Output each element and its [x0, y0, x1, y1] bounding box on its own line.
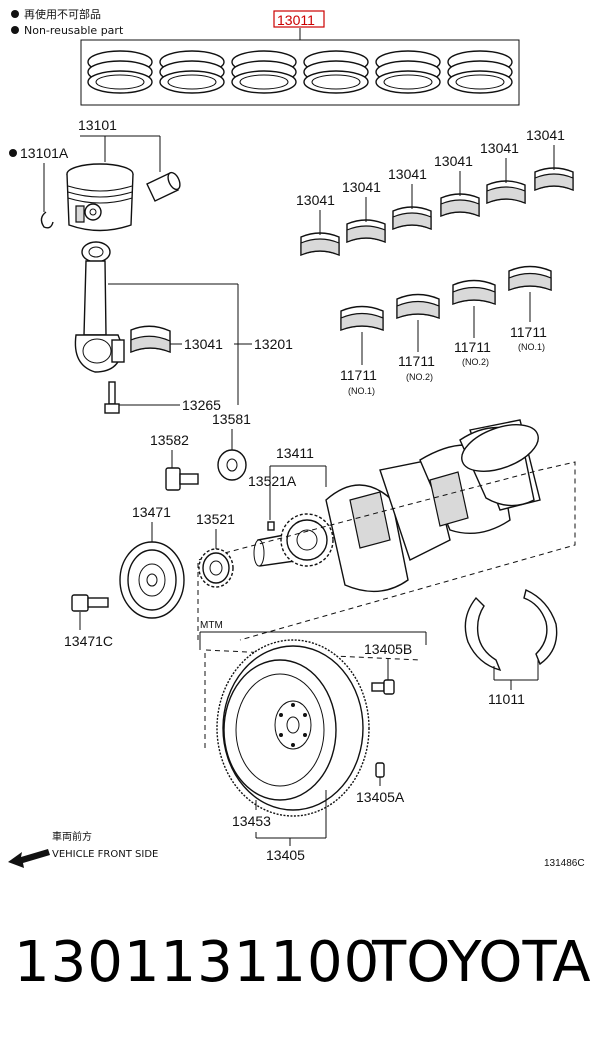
pulley-bolt-icon: [165, 467, 199, 491]
figure-id: 131486C: [544, 858, 585, 869]
callout-piston[interactable]: 13101: [78, 117, 117, 133]
direction-en: VEHICLE FRONT SIDE: [52, 849, 158, 860]
callout-bearing-4[interactable]: 13041: [434, 153, 473, 169]
main-bearing-note-2: (NO.2): [406, 372, 433, 382]
crankshaft-icon: [253, 419, 541, 593]
crank-outline-dash: [197, 461, 576, 641]
plate-icon: [217, 449, 247, 481]
callout-fw-pin[interactable]: 13405A: [356, 789, 405, 805]
front-arrow-icon: [8, 849, 50, 868]
dowel-pin-icon: [375, 762, 385, 778]
callout-ring-set[interactable]: 13011: [277, 12, 315, 28]
callout-rod-bolt[interactable]: 13265: [182, 397, 221, 413]
main-bearing-note-4: (NO.1): [518, 342, 545, 352]
direction-jp: 車両前方: [52, 830, 92, 843]
callout-pulley-bolt[interactable]: 13471C: [64, 633, 113, 649]
callout-ring-gear[interactable]: 13453: [232, 813, 271, 829]
parts-diagram: 再使用不可部品 Non-reusable part 13011 13101 13…: [8, 7, 585, 869]
key-icon: [267, 521, 275, 531]
mtm-label: MTM: [200, 620, 223, 631]
rod-bearing-icon: [130, 325, 171, 354]
callout-main-bearing-1[interactable]: 11711: [340, 367, 377, 383]
callout-bearing-5[interactable]: 13041: [480, 140, 519, 156]
main-bearing-note-3: (NO.2): [462, 357, 489, 367]
callout-main-bearing-3[interactable]: 11711: [454, 339, 491, 355]
callout-fw-bolt[interactable]: 13405B: [364, 641, 412, 657]
brand-name: TOYOTA: [372, 930, 591, 995]
callout-flywheel[interactable]: 13405: [266, 847, 305, 863]
timing-gear-icon: [198, 548, 234, 588]
part-number: 1301131100: [14, 930, 381, 995]
main-bearings: [340, 265, 552, 332]
callout-pulley[interactable]: 13471: [132, 504, 171, 520]
crank-gear-icon: [280, 513, 334, 567]
legend-dot-icon: [11, 10, 19, 18]
callout-main-bearing-4[interactable]: 11711: [510, 324, 547, 340]
callout-bearing-2[interactable]: 13041: [342, 179, 381, 195]
callout-gear[interactable]: 13521: [196, 511, 235, 527]
crank-pulley-icon: [119, 541, 185, 619]
non-reusable-dot-icon: [9, 149, 17, 157]
snap-ring-icon: [40, 211, 54, 229]
rod-bolt-icon: [104, 381, 120, 414]
piston-icon: [66, 163, 134, 232]
legend-dot-icon: [11, 26, 19, 34]
piston-rings: [87, 50, 513, 94]
legend-en: Non-reusable part: [24, 24, 124, 37]
footer: 1301131100 TOYOTA: [0, 930, 600, 1030]
pulley-mount-bolt-icon: [71, 594, 109, 612]
flywheel-icon: [216, 639, 370, 817]
callout-pulley-bolt-top[interactable]: 13582: [150, 432, 189, 448]
callout-rod-bearing[interactable]: 13041: [184, 336, 223, 352]
connecting-rod-icon: [74, 241, 125, 373]
callout-crank-gear[interactable]: 13411: [276, 445, 314, 461]
callout-rod[interactable]: 13201: [254, 336, 293, 352]
ring-set-label-box: [273, 10, 325, 28]
callout-plate[interactable]: 13581: [212, 411, 251, 427]
ring-set-box: [80, 39, 520, 106]
callout-main-bearing-2[interactable]: 11711: [398, 353, 435, 369]
thrust-washers-icon: [464, 589, 558, 672]
callout-key[interactable]: 13521A: [248, 473, 297, 489]
legend-jp: 再使用不可部品: [24, 7, 101, 21]
callout-piston-sub[interactable]: 13101A: [20, 145, 69, 161]
piston-pin-icon: [146, 171, 181, 202]
callout-bearing-6[interactable]: 13041: [526, 127, 565, 143]
callout-bearing-1[interactable]: 13041: [296, 192, 335, 208]
crank-bearings-upper: [300, 167, 574, 257]
main-bearing-note-1: (NO.1): [348, 386, 375, 396]
callout-bearing-3[interactable]: 13041: [388, 166, 427, 182]
callout-thrust[interactable]: 11011: [488, 691, 525, 707]
flywheel-bolt-icon: [371, 679, 395, 695]
